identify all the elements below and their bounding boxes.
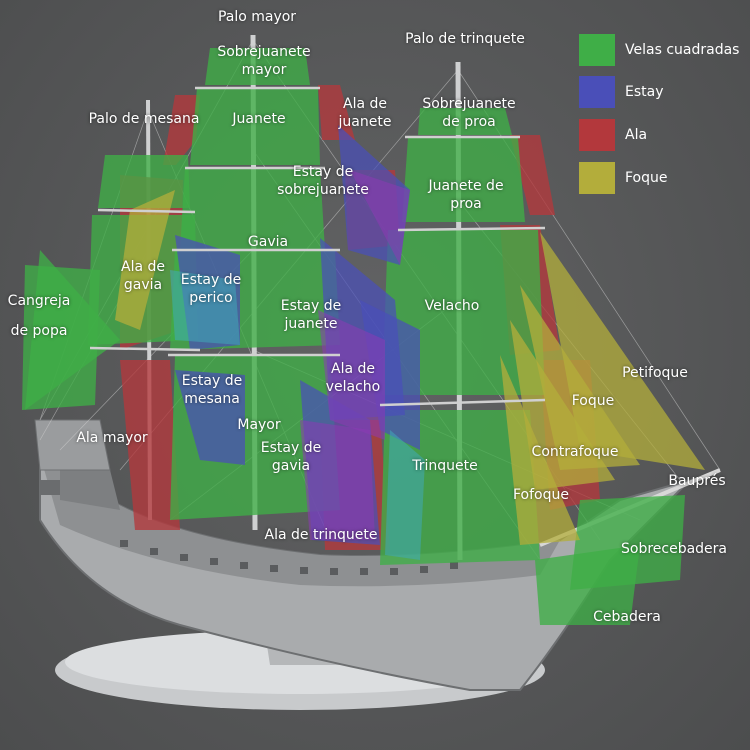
label-gavia: Gavia	[247, 234, 289, 250]
label-sobrecebadera: Sobrecebadera	[620, 541, 728, 557]
legend-item-jib: Foque	[579, 162, 739, 194]
legend-swatch-red	[579, 119, 615, 151]
legend-swatch-green	[579, 34, 615, 66]
legend-label: Foque	[625, 170, 668, 186]
label-ala-de-trinquete: Ala de trinquete	[264, 527, 378, 543]
label-ala-de-gavia: Ala de gavia	[121, 259, 165, 293]
label-ala-de-juanete: Ala de juanete	[338, 96, 392, 130]
legend-label: Velas cuadradas	[625, 42, 740, 58]
legend-item-wing: Ala	[579, 119, 739, 151]
label-estay-de-sobrejuanete: Estay de sobrejuanete	[277, 164, 369, 198]
legend-item-staysail: Estay	[579, 76, 739, 108]
label-estay-de-gavia: Estay de gavia	[260, 440, 322, 474]
label-mayor: Mayor	[237, 417, 281, 433]
label-palo-mayor: Palo mayor	[217, 9, 297, 25]
jib-sails	[115, 190, 705, 545]
legend-item-square: Velas cuadradas	[579, 34, 739, 66]
label-estay-de-juanete: Estay de juanete	[280, 298, 342, 332]
label-estay-de-mesana: Estay de mesana	[181, 373, 243, 407]
label-foque: Foque	[571, 393, 615, 409]
label-sobrejuanete-de-proa: Sobrejuanete de proa	[422, 96, 516, 130]
label-fofoque: Fofoque	[513, 487, 569, 503]
legend-swatch-yellow	[579, 162, 615, 194]
label-petifoque: Petifoque	[622, 365, 688, 381]
label-cebadera: Cebadera	[593, 609, 661, 625]
label-sobrejuanete-mayor: Sobrejuanete mayor	[217, 44, 311, 78]
label-trinquete: Trinquete	[412, 458, 478, 474]
label-baupres: Bauprés	[668, 473, 726, 489]
label-velacho: Velacho	[424, 298, 480, 314]
label-estay-de-perico: Estay de perico	[180, 272, 242, 306]
label-juanete: Juanete	[232, 111, 286, 127]
label-ala-de-velacho: Ala de velacho	[325, 361, 381, 395]
legend-label: Estay	[625, 84, 664, 100]
label-cangreja-de-popa: Cangreja de popa	[7, 293, 71, 339]
label-palo-de-trinquete: Palo de trinquete	[405, 31, 525, 47]
label-contrafoque: Contrafoque	[531, 444, 619, 460]
label-palo-de-mesana: Palo de mesana	[88, 111, 200, 127]
label-juanete-de-proa: Juanete de proa	[428, 178, 504, 212]
label-ala-mayor: Ala mayor	[76, 430, 148, 446]
legend-label: Ala	[625, 127, 648, 143]
legend-swatch-blue	[579, 76, 615, 108]
